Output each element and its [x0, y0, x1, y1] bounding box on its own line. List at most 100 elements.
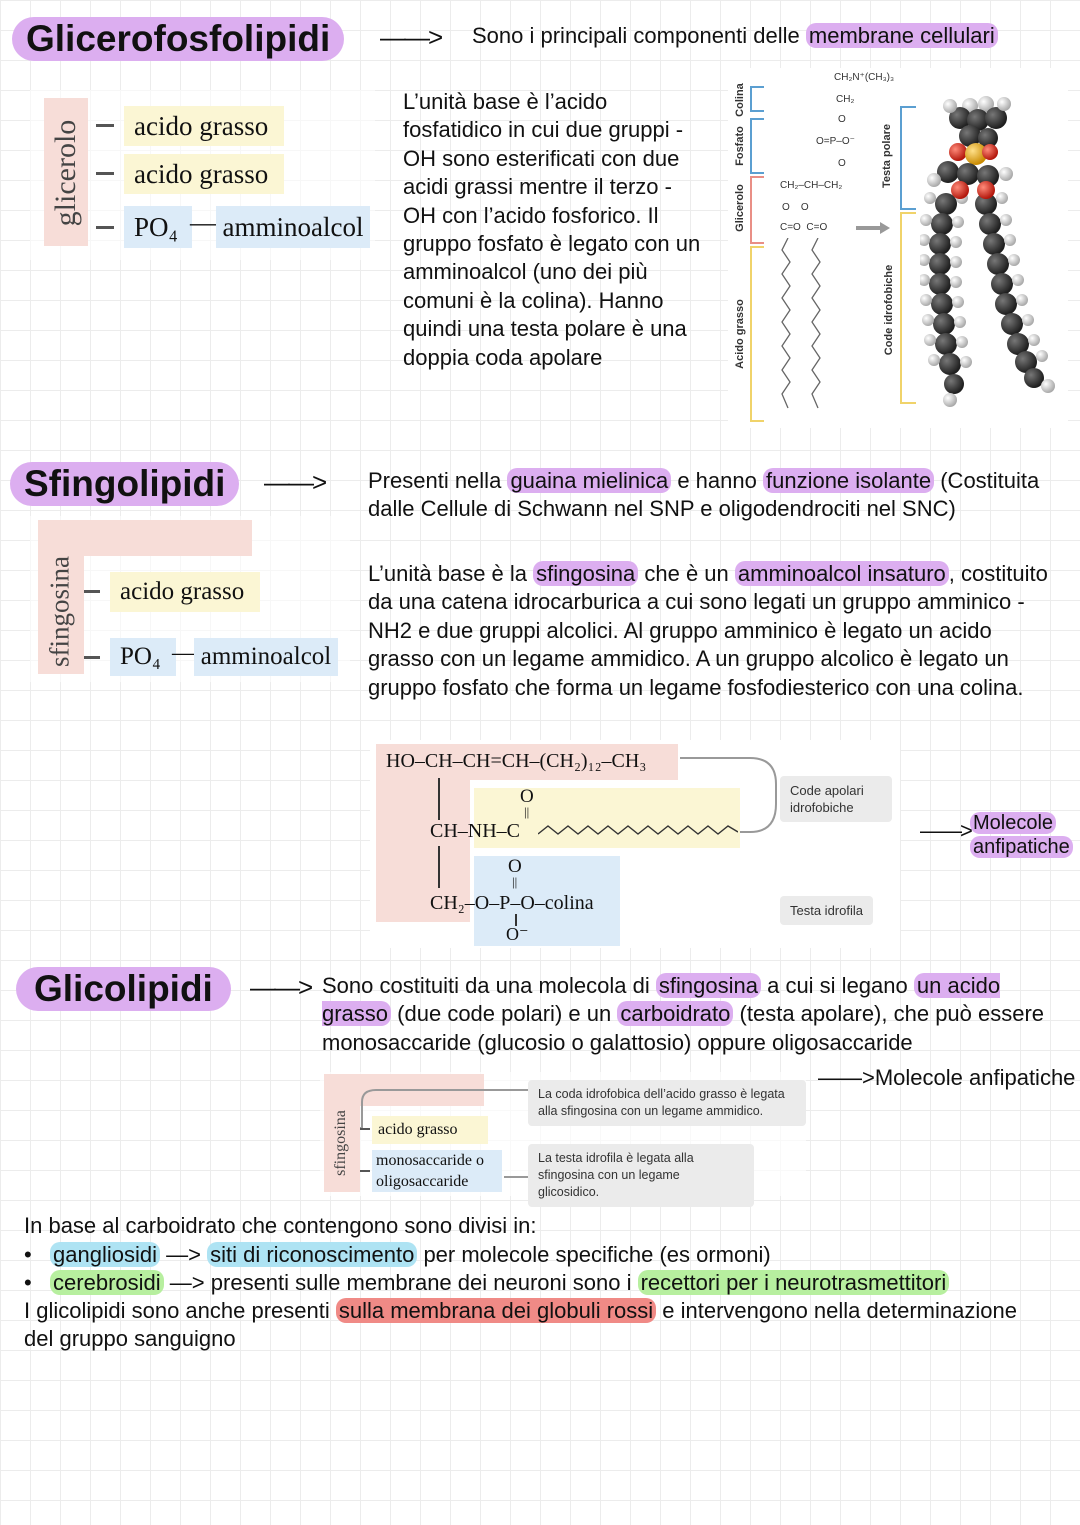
highlight-anfipatiche: Molecole anfipatiche [970, 812, 1073, 858]
last-paragraph: I glicolipidi sono anche presenti sulla … [24, 1297, 1024, 1354]
highlight-isolante: funzione isolante [762, 468, 935, 493]
highlight-cerebrosidi: cerebrosidi [50, 1270, 164, 1295]
glico-paragraph: Sono costituiti da una molecola di sfing… [322, 972, 1062, 1057]
amminoalcol-box: amminoalcol [216, 206, 370, 248]
bracket [900, 106, 916, 210]
right-arrow-icon [856, 222, 890, 234]
bond-line [515, 914, 517, 926]
section-title-sfingolipidi: Sfingolipidi [10, 462, 240, 506]
double-bond: || [524, 804, 530, 819]
phospholipid-structure-figure: Colina Fosfato Glicerolo Acido grasso CH… [728, 68, 1068, 428]
formula-line-2: CH–NH–C [430, 820, 521, 842]
highlight-gangliosidi: gangliosidi [50, 1242, 161, 1267]
formula-ch2: CH₂ [836, 94, 855, 105]
sfingosina-box [324, 1074, 360, 1192]
text: che è un [644, 561, 729, 586]
sfingo-paragraph-1: Presenti nella guaina mielinica e hanno … [368, 467, 1058, 524]
bracket [750, 176, 764, 244]
po4-box: PO₄ [110, 638, 176, 676]
glicero-body: L’unità base è l’acido fosfatidico in cu… [403, 89, 701, 370]
list-intro: In base al carboidrato che contengono so… [24, 1213, 537, 1238]
sfingolipide-diagram: sfingosina acido grasso PO₄ — amminoalco… [30, 516, 350, 682]
pink-box [376, 744, 470, 922]
text: (testa apolare), che può essere monosacc… [322, 1001, 1045, 1055]
space-filling-model-icon [920, 96, 1055, 407]
bond-dash: — [190, 208, 216, 237]
bond-line [438, 778, 440, 820]
bracket [900, 212, 916, 404]
arrow-icon: ——> [920, 818, 973, 843]
highlight-amminoalcol-insaturo: amminoalcol insaturo [734, 561, 949, 586]
bond-line [96, 226, 114, 229]
amminoalcol-box: amminoalcol [194, 638, 338, 676]
o-mid: O [508, 856, 522, 877]
acido-grasso: acido grasso [372, 1116, 488, 1144]
sfingosina-label: sfingosina [332, 1110, 349, 1176]
sfingosina-box [38, 520, 84, 674]
text: I glicolipidi sono anche presenti [24, 1298, 330, 1323]
zigzag-chain [538, 825, 738, 835]
text: (Costituita dalle Cellule di Schwann nel… [368, 468, 1040, 522]
sfingosina-label: sfingosina [44, 556, 75, 667]
text: e intervengono nella determinazione del … [24, 1298, 1017, 1352]
yellow-box [474, 788, 740, 848]
bond-dash: — [172, 640, 196, 666]
glicolipide-diagram: sfingosina acido grasso monosaccaride o … [320, 1072, 806, 1207]
arrow-icon: —> [169, 1270, 205, 1295]
glicerolo-box [44, 98, 88, 246]
section-title-glicolipidi: Glicolipidi [16, 967, 231, 1011]
highlight-carboidrato: carboidrato [617, 1001, 734, 1027]
formula-p: O=P–O⁻ [816, 136, 855, 147]
double-bond: || [512, 874, 518, 889]
label-code-apolari: Code apolari idrofobiche [780, 776, 892, 822]
note-coda-idrofobica: La coda idrofobica dell’acido grasso è l… [528, 1080, 806, 1126]
highlight-globuli-rossi: sulla membrana dei globuli rossi [335, 1298, 657, 1323]
section-title-glicerofosfolipidi: Glicerofosfolipidi [12, 17, 345, 61]
highlight-guaina: guaina mielinica [507, 468, 672, 493]
highlight-sfingosina: sfingosina [533, 561, 639, 586]
arrow-icon: ——> [264, 467, 327, 497]
bond-line [96, 124, 114, 127]
label-code-idrofobiche: Code idrofobiche [883, 264, 895, 356]
o-top: O [520, 786, 534, 807]
label-testa-polare: Testa polare [881, 124, 893, 188]
highlight-membrane: membrane cellulari [805, 23, 998, 48]
text: L’unità base è la [368, 561, 528, 586]
text: , costituito da una catena idrocarburica… [368, 561, 1048, 700]
bond-line [96, 172, 114, 175]
formula-co: C=O C=O [780, 222, 828, 233]
list-item-cerebrosidi: • cerebrosidi —> presenti sulle membrane… [24, 1269, 950, 1297]
acido-grasso-2: acido grasso [124, 154, 284, 194]
intro-prefix: Sono i principali componenti delle [472, 23, 800, 48]
bond-line [438, 846, 440, 888]
sphingomyelin-formula: HO–CH–CH=CH–(CH₂)₁₂–CH₃ O || CH–NH–C O |… [370, 740, 900, 948]
formula-o: O [838, 114, 846, 125]
list-item-gangliosidi: • gangliosidi —> siti di riconoscimento … [24, 1241, 771, 1269]
highlight-sfingosina: sfingosina [655, 973, 761, 998]
label-testa-idrofila: Testa idrofila [780, 896, 873, 925]
glicerolo-label: glicerolo [49, 119, 82, 227]
text: (due code polari) e un [397, 1001, 612, 1027]
acido-grasso-1: acido grasso [124, 106, 284, 146]
bracket-connector [680, 757, 777, 833]
formula-choline: CH₂N⁺(CH₃)₃ [834, 72, 895, 83]
label-glicerolo: Glicerolo [734, 184, 746, 232]
label-colina: Colina [734, 83, 746, 117]
text: per molecole specifiche (es ormoni) [423, 1242, 771, 1267]
note-testa-idrofila: La testa idrofila è legata alla sfingosi… [528, 1144, 754, 1207]
formula-line-3: CH₂–O–P–O–colina [430, 892, 594, 914]
text: presenti sulle membrane dei neuroni sono… [210, 1270, 632, 1295]
formula-glycerol: CH₂–CH–CH₂ [780, 180, 843, 191]
po4-box: PO₄ [124, 206, 192, 248]
bond-line [84, 656, 100, 659]
bond-line [84, 590, 100, 593]
text: Presenti nella [368, 468, 502, 493]
bond-line [360, 1170, 370, 1172]
text: a cui si legano [767, 973, 908, 998]
text: Sono costituiti da una molecola di [322, 973, 650, 998]
intro-text: Sono i principali componenti delle membr… [472, 22, 998, 50]
blue-box [474, 856, 620, 946]
fatty-acid-chains [781, 238, 821, 409]
highlight-siti-riconoscimento: siti di riconoscimento [207, 1242, 418, 1267]
formula-o2: O [838, 158, 846, 169]
